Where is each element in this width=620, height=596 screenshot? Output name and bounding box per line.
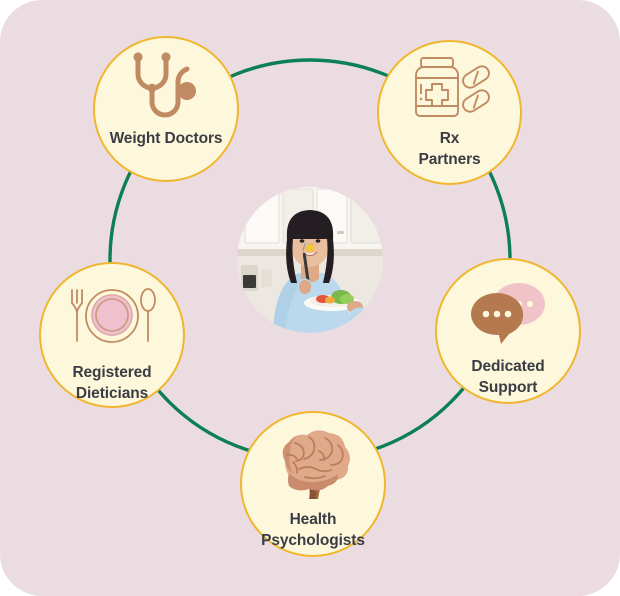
center-portrait-photo [237, 187, 383, 333]
node-rx-partners[interactable]: Rx Partners [377, 40, 522, 185]
node-weight-doctors[interactable]: Weight Doctors [93, 36, 239, 182]
node-dedicated-support[interactable]: Dedicated Support [435, 258, 581, 404]
node-health-psychologists[interactable]: Health Psychologists [240, 411, 386, 557]
portrait-illustration [237, 187, 383, 333]
node-label: Dedicated Support [471, 358, 545, 397]
node-registered-dieticians[interactable]: Registered Dieticians [39, 262, 185, 408]
node-label: Registered Dieticians [72, 364, 152, 403]
pill-bottle-icon [407, 56, 493, 122]
plate-cutlery-icon [65, 286, 159, 350]
node-label: Rx Partners [418, 130, 481, 169]
stethoscope-icon [125, 50, 207, 124]
node-label: Health Psychologists [261, 511, 365, 550]
node-label: Weight Doctors [109, 130, 223, 147]
brain-icon [271, 429, 355, 501]
chat-bubbles-icon [467, 282, 549, 344]
